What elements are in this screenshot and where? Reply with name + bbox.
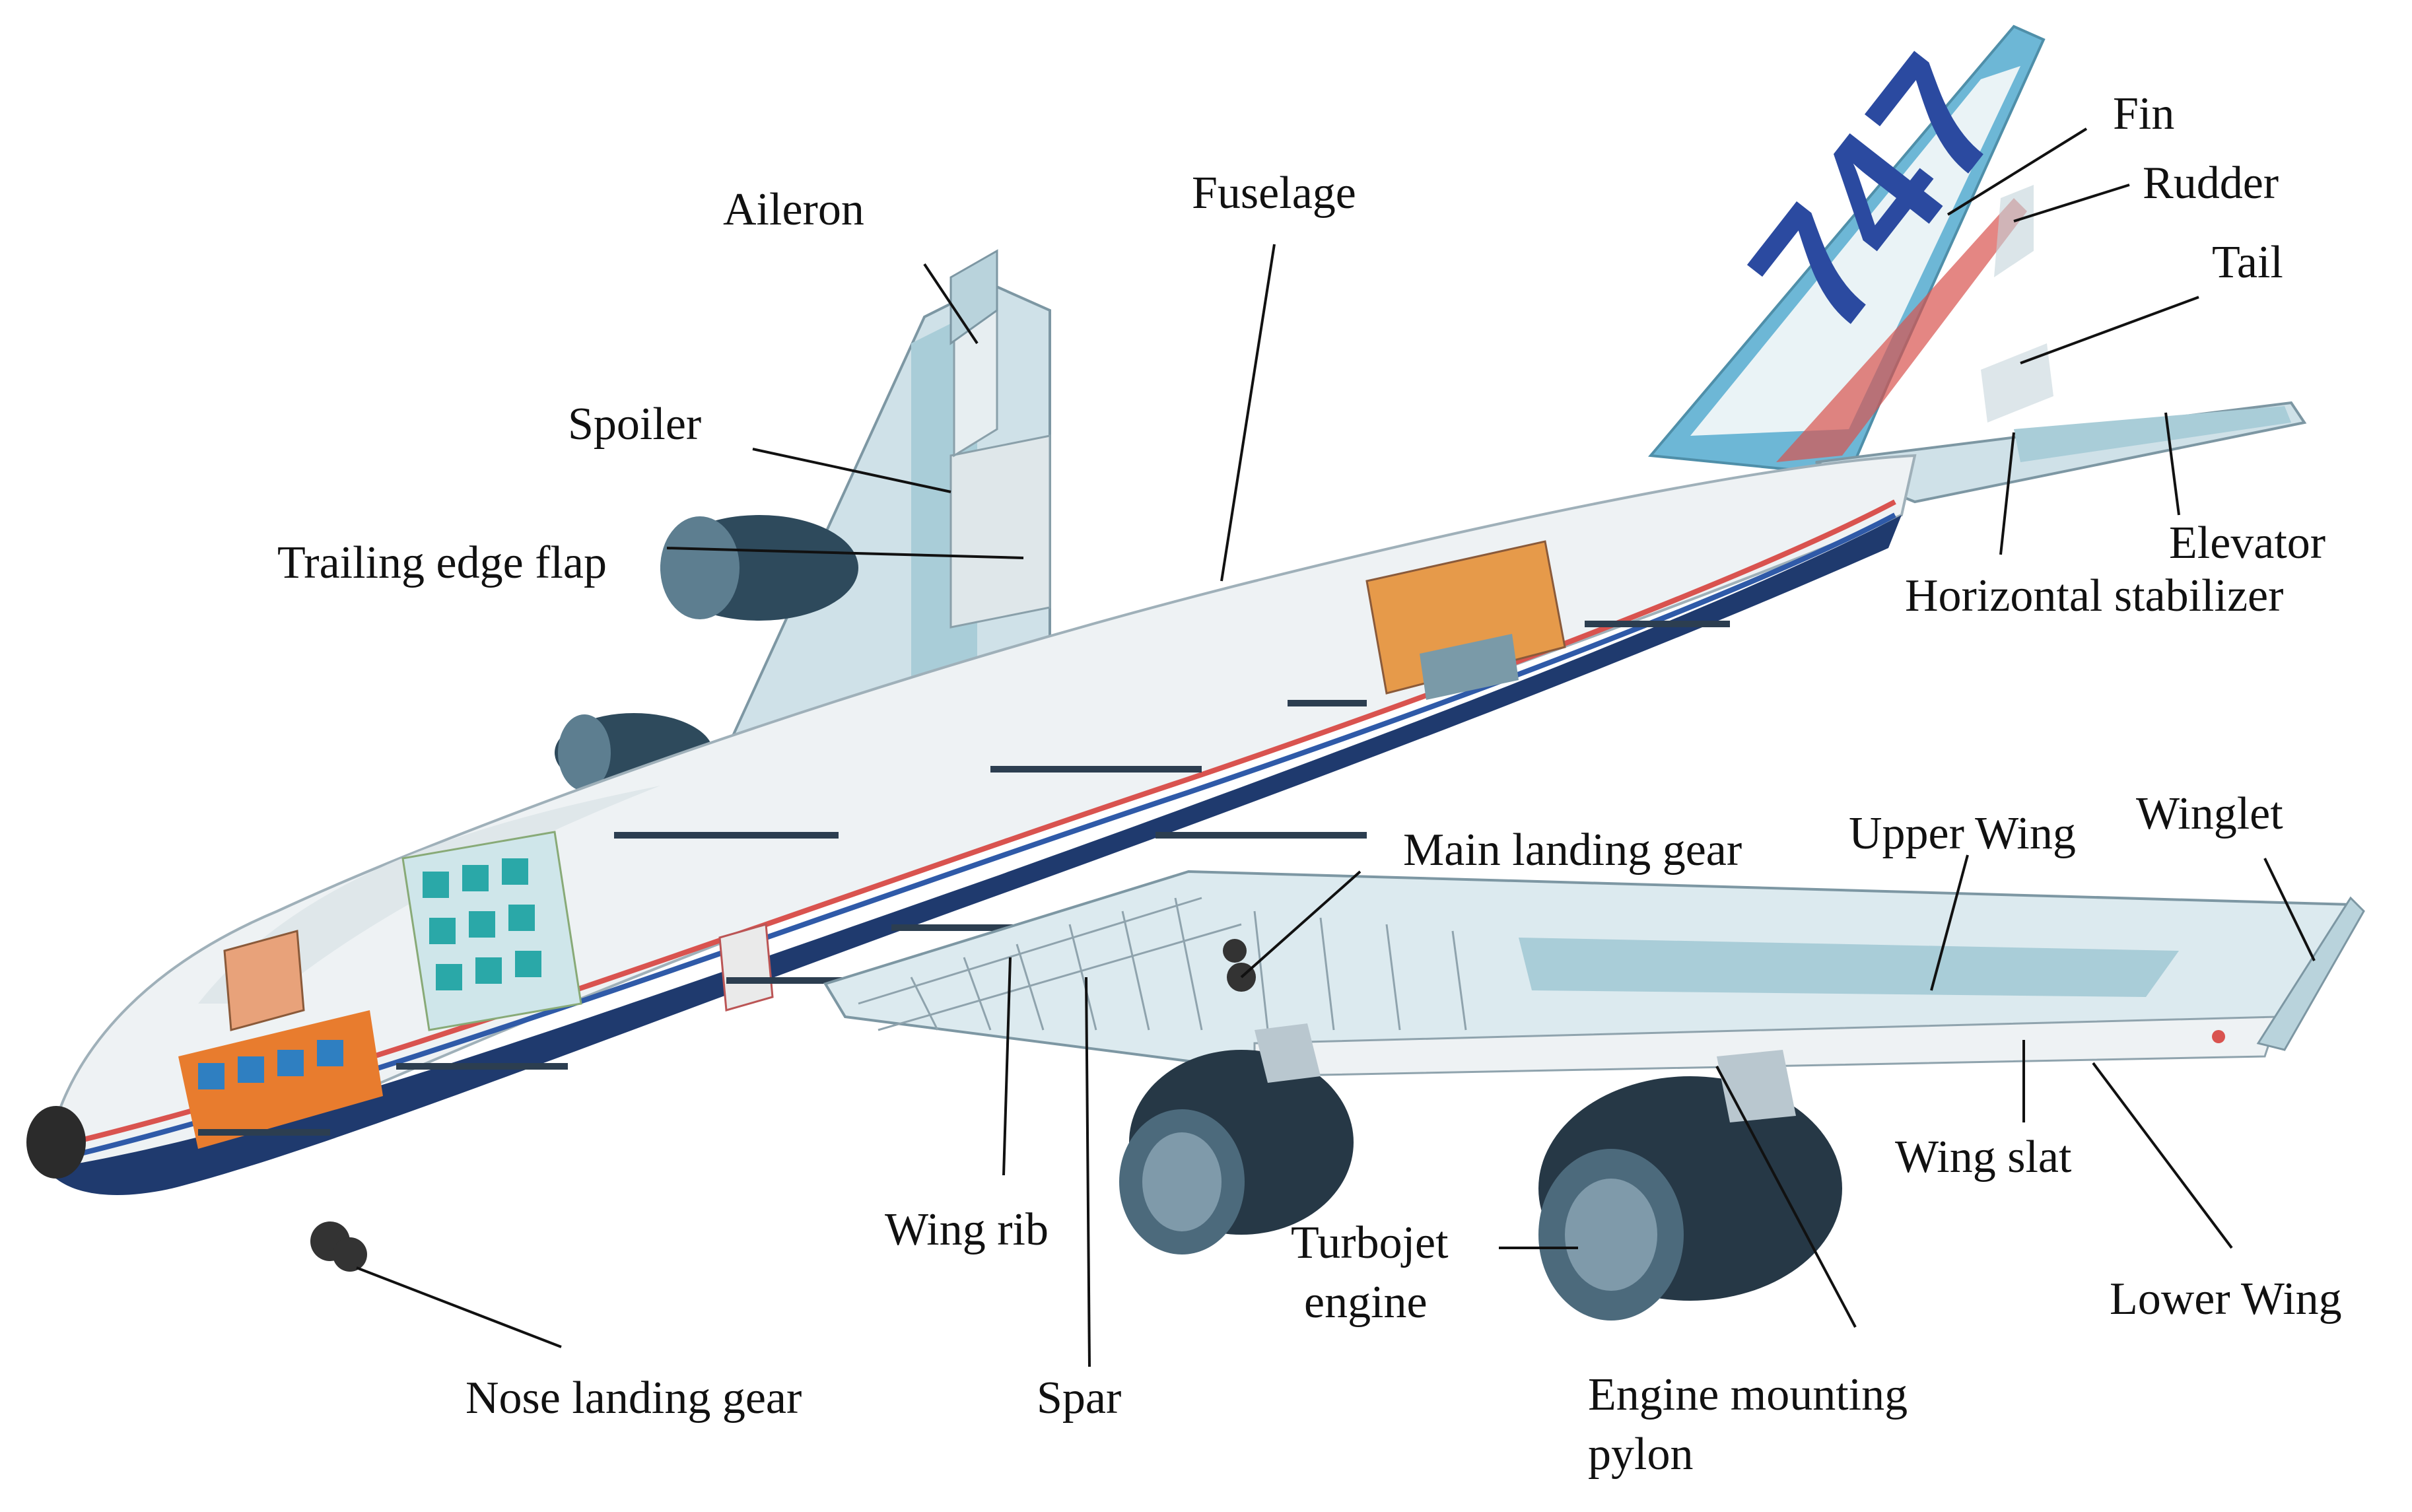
label-turbojet-engine-line2: engine [1304,1277,1428,1328]
vertical-tail: 747 [1648,22,2046,477]
cabin-cutaways [178,540,1566,1149]
leader-rudder [2013,184,2130,223]
leader-upper-wing [1930,854,1969,991]
label-spar: Spar [1037,1373,1121,1424]
label-turbojet-engine-line1: Turbojet [1291,1218,1449,1268]
label-trailing-edge-flap: Trailing edge flap [277,537,607,588]
near-wing [823,870,2365,1078]
leader-elevator [2164,412,2180,516]
label-spoiler: Spoiler [568,399,701,450]
leader-lower-wing [2092,1062,2233,1249]
leader-fin [1947,127,2088,216]
leader-nose-landing-gear [356,1266,562,1348]
nose-cone [26,1106,86,1179]
far-wing [710,249,1051,781]
label-wing-rib: Wing rib [885,1204,1049,1255]
label-engine-mounting-pylon-line2: pylon [1588,1429,1693,1480]
aircraft-illustration: 747 [26,22,2365,1321]
label-aileron: Aileron [723,184,864,235]
label-upper-wing: Upper Wing [1849,808,2076,859]
label-winglet: Winglet [2136,788,2283,839]
label-tail: Tail [2212,237,2283,288]
part-labels: Aileron Fuselage Fin Rudder Tail Spoiler… [277,88,2342,1480]
leader-lines [356,127,2316,1367]
leader-winglet [2263,858,2316,961]
leader-engine-mounting-pylon [1715,1066,1857,1328]
label-engine-mounting-pylon-line1: Engine mounting [1588,1369,1908,1420]
label-horizontal-stabilizer: Horizontal stabilizer [1905,570,2283,621]
label-wing-slat: Wing slat [1895,1132,2072,1183]
label-elevator: Elevator [2169,518,2326,568]
label-nose-landing-gear: Nose landing gear [465,1373,802,1424]
leader-spoiler [752,448,951,493]
leader-spar [1085,977,1091,1367]
leader-tail [2020,296,2199,364]
rib-grid [858,897,1467,1031]
near-engines [1119,1023,1842,1321]
label-rudder: Rudder [2143,158,2279,209]
label-main-landing-gear: Main landing gear [1403,825,1742,876]
label-lower-wing: Lower Wing [2110,1274,2342,1324]
leader-horizontal-stabilizer [1999,432,2015,555]
leader-trailing-edge-flap [666,547,1024,559]
leader-fuselage [1220,244,1276,582]
leader-main-landing-gear [1240,870,1361,979]
label-fuselage: Fuselage [1192,168,1356,219]
leader-aileron [923,263,979,345]
leader-wing-rib [1002,957,1012,1176]
label-fin: Fin [2113,88,2174,139]
